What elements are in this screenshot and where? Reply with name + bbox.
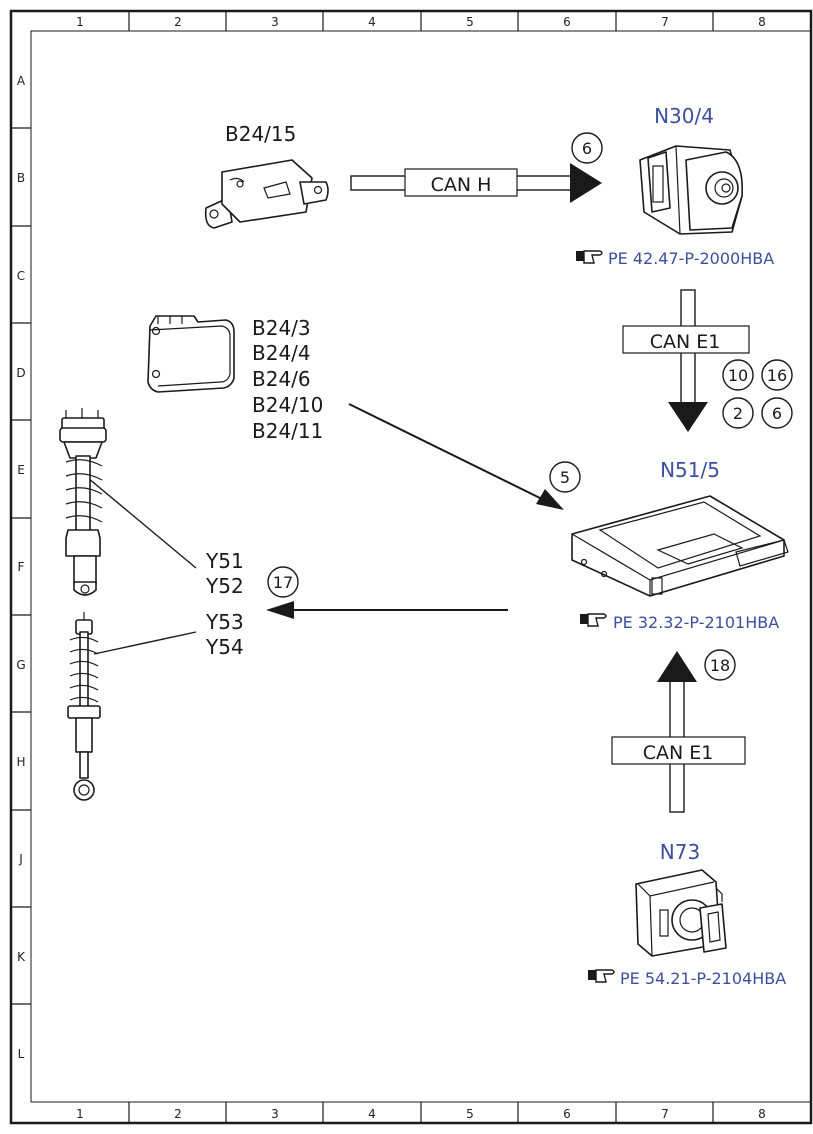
col-label: 4: [368, 15, 376, 29]
can-e1-upper-label: CAN E1: [650, 331, 721, 353]
n30-4-module-icon: [639, 145, 743, 235]
row-label: A: [17, 74, 26, 88]
svg-text:16: 16: [767, 366, 787, 385]
n73-ref-text: PE 54.21-P-2104HBA: [620, 969, 786, 988]
signal-marker: 18: [704, 649, 736, 681]
column-labels-bottom: 1 2 3 4 5 6 7 8: [76, 1107, 766, 1121]
signal-marker: 6: [761, 397, 793, 429]
signal-marker: 10: [722, 359, 754, 391]
can-e1-lower-label: CAN E1: [643, 742, 714, 764]
y-lower-labels: Y53 Y54: [205, 610, 244, 659]
column-labels-top: 1 2 3 4 5 6 7 8: [76, 15, 766, 29]
col-label: 1: [76, 15, 84, 29]
row-label: D: [16, 366, 25, 380]
n73-ignition-switch-icon: [635, 869, 727, 957]
b24-15-sensor-icon: [204, 159, 329, 229]
row-labels: A B C D E F G H J K L: [16, 74, 26, 1061]
b24-label: B24/11: [252, 419, 323, 443]
col-label: 8: [758, 1107, 766, 1121]
col-label: 7: [661, 1107, 669, 1121]
col-label: 1: [76, 1107, 84, 1121]
col-label: 5: [466, 15, 474, 29]
svg-text:10: 10: [728, 366, 748, 385]
svg-text:2: 2: [733, 404, 743, 423]
pointing-hand-icon: [580, 613, 607, 627]
y-lower-leader: [93, 631, 197, 655]
n51-to-y-arrow: [266, 601, 508, 619]
col-label: 6: [563, 1107, 571, 1121]
n51-5-ref-text: PE 32.32-P-2101HBA: [613, 613, 779, 632]
n73-ref: PE 54.21-P-2104HBA: [588, 969, 786, 988]
row-label: B: [17, 171, 25, 185]
row-label: F: [18, 560, 25, 574]
y-label: Y53: [205, 610, 244, 634]
y-label: Y51: [205, 549, 244, 573]
col-label: 5: [466, 1107, 474, 1121]
front-shock-absorber-icon: [59, 408, 107, 596]
can-h-label: CAN H: [431, 174, 492, 196]
col-label: 2: [174, 15, 182, 29]
pointing-hand-icon: [588, 969, 615, 983]
n73-label: N73: [660, 840, 700, 864]
b24-group-labels: B24/3 B24/4 B24/6 B24/10 B24/11: [252, 316, 323, 443]
col-label: 3: [271, 15, 279, 29]
b24-to-n51-arrow: [348, 403, 564, 510]
row-label: C: [17, 269, 25, 283]
y-upper-leader: [87, 477, 197, 569]
signal-marker: 2: [722, 397, 754, 429]
n51-5-ref: PE 32.32-P-2101HBA: [580, 613, 779, 632]
n51-5-control-unit-icon: [571, 495, 789, 597]
row-label: L: [18, 1047, 25, 1061]
n30-4-ref: PE 42.47-P-2000HBA: [576, 249, 774, 268]
grid-ticks: [11, 11, 714, 1123]
n30-4-ref-text: PE 42.47-P-2000HBA: [608, 249, 774, 268]
b24-group-sensor-icon: [147, 315, 235, 393]
b24-label: B24/3: [252, 316, 311, 340]
rear-strut-icon: [67, 612, 101, 801]
pointing-hand-icon: [576, 250, 603, 264]
b24-label: B24/4: [252, 341, 311, 365]
row-label: J: [18, 852, 23, 866]
row-label: K: [17, 950, 26, 964]
col-label: 3: [271, 1107, 279, 1121]
svg-text:18: 18: [710, 656, 730, 675]
signal-marker: 16: [761, 359, 793, 391]
col-label: 2: [174, 1107, 182, 1121]
n51-5-label: N51/5: [660, 458, 720, 482]
svg-text:6: 6: [772, 404, 782, 423]
svg-text:17: 17: [273, 573, 293, 592]
signal-marker: 5: [549, 461, 581, 493]
can-e1-upper-bus: CAN E1: [622, 289, 750, 432]
signal-marker: 17: [267, 566, 299, 598]
y-upper-labels: Y51 Y52: [205, 549, 244, 598]
col-label: 7: [661, 15, 669, 29]
b24-15-label: B24/15: [225, 122, 296, 146]
row-label: E: [17, 463, 25, 477]
row-label: H: [16, 755, 25, 769]
n30-4-label: N30/4: [654, 104, 714, 128]
col-label: 8: [758, 15, 766, 29]
row-label: G: [16, 658, 25, 672]
col-label: 6: [563, 15, 571, 29]
y-label: Y54: [205, 635, 244, 659]
signal-marker: 6: [571, 132, 603, 164]
b24-label: B24/6: [252, 367, 311, 391]
b24-label: B24/10: [252, 393, 323, 417]
col-label: 4: [368, 1107, 376, 1121]
svg-text:6: 6: [582, 139, 592, 158]
can-h-bus: CAN H: [350, 163, 602, 203]
y-label: Y52: [205, 574, 244, 598]
svg-text:5: 5: [560, 468, 570, 487]
can-e1-lower-bus: CAN E1: [611, 651, 746, 813]
